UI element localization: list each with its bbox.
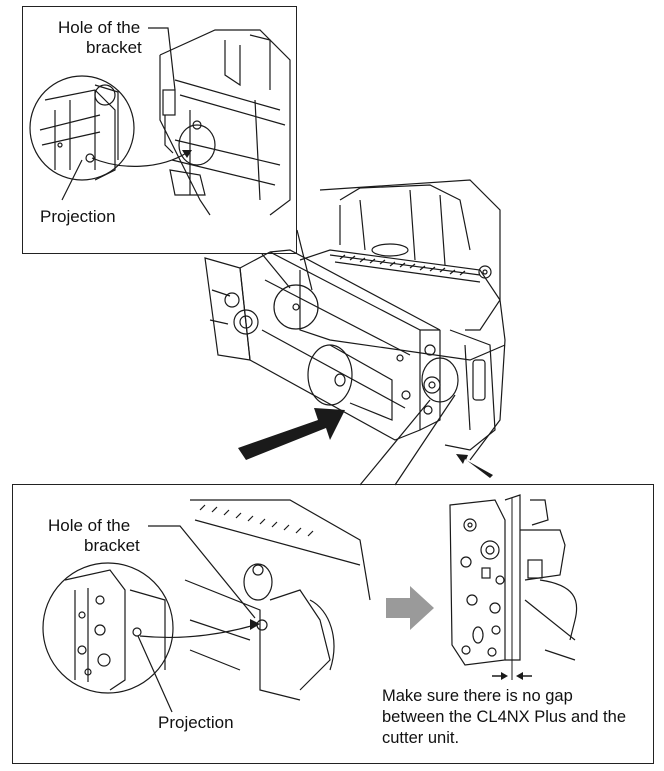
gap-note-line3: cutter unit. bbox=[382, 729, 460, 747]
top-hole-label-line1: Hole of the bbox=[58, 18, 141, 37]
gap-arrows-icon bbox=[492, 672, 532, 680]
bottom-panel-left-drawing bbox=[42, 499, 371, 713]
right-arrow-icon bbox=[386, 586, 434, 630]
gap-note-line2: between the CL4NX Plus and the bbox=[382, 708, 626, 726]
small-push-arrow-icon bbox=[456, 454, 493, 478]
bottom-panel-right-drawing bbox=[449, 494, 578, 666]
top-detail-panel bbox=[22, 6, 297, 254]
bottom-hole-label-line1: Hole of the bbox=[48, 516, 131, 535]
push-arrow-icon bbox=[238, 408, 345, 460]
bottom-detail-panel bbox=[12, 484, 654, 764]
cutter-unit bbox=[204, 249, 441, 441]
top-hole-label-line2: bracket bbox=[86, 38, 142, 57]
printer-body bbox=[299, 179, 506, 461]
callout-circle-right bbox=[421, 357, 459, 403]
bottom-projection-label: Projection bbox=[158, 713, 234, 732]
bottom-hole-label-line2: bracket bbox=[84, 536, 140, 555]
gap-note-line1: Make sure there is no gap bbox=[382, 687, 573, 705]
top-panel-drawing bbox=[29, 27, 291, 216]
gap-note: Make sure there is no gap between the CL… bbox=[382, 686, 652, 749]
top-projection-label: Projection bbox=[40, 207, 116, 226]
